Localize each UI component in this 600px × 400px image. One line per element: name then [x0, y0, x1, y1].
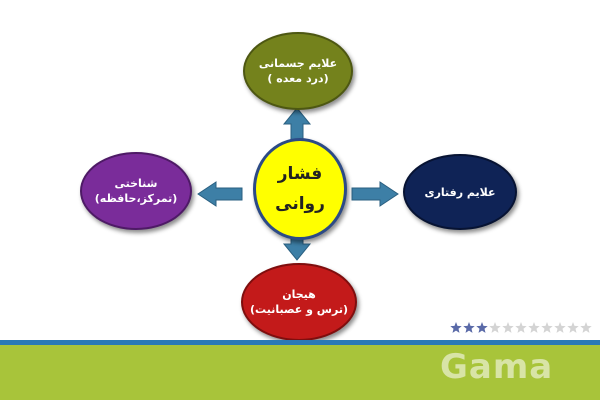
- star-filled-icon: [463, 322, 475, 333]
- star-empty-icon: [541, 322, 553, 333]
- star-empty-icon: [502, 322, 514, 333]
- node-behavioral-symptoms: علایم رفتاری: [403, 154, 517, 230]
- star-filled-icon: [450, 322, 462, 333]
- star-empty-icon: [567, 322, 579, 333]
- arrow-left: [197, 181, 243, 207]
- node-emotion-title: هیجان: [282, 288, 316, 301]
- star-empty-icon: [554, 322, 566, 333]
- footer-blue-band: [0, 340, 600, 345]
- star-empty-icon: [528, 322, 540, 333]
- slide-progress-stars: [450, 322, 592, 333]
- node-physical-symptoms: علایم جسمانی (درد معده ): [243, 32, 353, 110]
- node-psychological-stress: فشار روانی: [253, 138, 347, 240]
- node-physical-symptoms-example: (درد معده ): [267, 72, 329, 85]
- footer-green-band: [0, 345, 600, 400]
- star-empty-icon: [489, 322, 501, 333]
- node-physical-symptoms-title: علایم جسمانی: [258, 57, 338, 70]
- node-behavioral-symptoms-title: علایم رفتاری: [424, 185, 496, 199]
- star-empty-icon: [580, 322, 592, 333]
- node-emotion-example: (ترس و عصبانیت): [250, 303, 348, 316]
- arrow-up: [282, 107, 312, 141]
- center-line1: فشار: [277, 164, 323, 184]
- node-cognitive-example: (تمرکز،حافظه): [94, 192, 178, 205]
- star-empty-icon: [515, 322, 527, 333]
- node-cognitive: شناختی (تمرکز،حافظه): [80, 152, 192, 230]
- node-cognitive-title: شناختی: [114, 177, 158, 190]
- star-filled-icon: [476, 322, 488, 333]
- center-line2: روانی: [275, 194, 325, 214]
- node-emotion: هیجان (ترس و عصبانیت): [241, 263, 357, 341]
- arrow-right: [351, 181, 399, 207]
- gama-logo: Gama: [440, 347, 554, 387]
